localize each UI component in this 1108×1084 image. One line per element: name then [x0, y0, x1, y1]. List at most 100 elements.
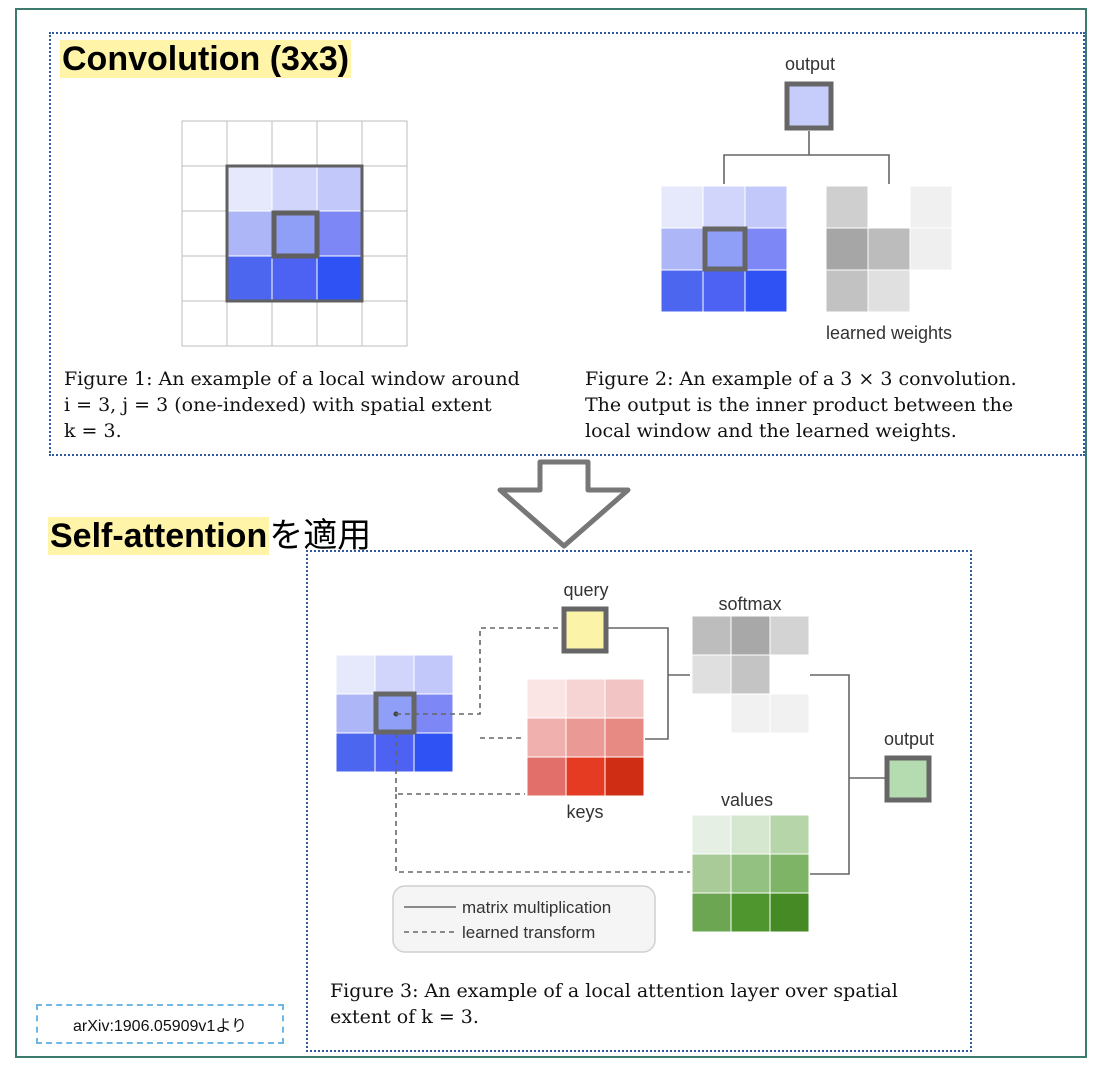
- fig2-window-cell: [702, 185, 746, 229]
- fig3-output-cell: [884, 755, 932, 803]
- matrix-multiplication-line: [608, 627, 669, 740]
- fig3-softmax-cell: [730, 693, 771, 734]
- grid-cell: [361, 255, 408, 302]
- fig2-weights-cell: [867, 185, 911, 229]
- fig3-legend: matrix multiplication learned transform: [392, 885, 656, 953]
- fig3-values-label: values: [721, 790, 773, 810]
- fig3-softmax-cell: [730, 615, 771, 656]
- fig3-query-cell: [561, 606, 609, 654]
- fig2-weights-cell: [825, 185, 869, 229]
- grid-cell: [271, 300, 318, 347]
- fig3-keys-cell: [604, 756, 645, 797]
- grid-cell: [316, 120, 363, 167]
- fig1-window-cell: [316, 210, 363, 257]
- figure-3-local-attention: query softmax keys values output matrix …: [335, 580, 934, 953]
- grid-cell: [226, 300, 273, 347]
- fig3-softmax-cell: [769, 693, 810, 734]
- fig3-keys-cell: [526, 717, 567, 758]
- fig2-output-label: output: [785, 54, 835, 74]
- self-attention-heading: Self-attentionを適用: [48, 508, 371, 557]
- grid-cell: [361, 210, 408, 257]
- figure-1-caption: Figure 1: An example of a local window a…: [64, 366, 520, 444]
- fig3-values-cell: [730, 814, 771, 855]
- self-attention-heading-suffix: を適用: [269, 517, 372, 555]
- fig3-window-cell: [413, 732, 454, 773]
- fig3-softmax-cell: [691, 654, 732, 695]
- grid-cell: [181, 300, 228, 347]
- figure-2-caption-line: The output is the inner product between …: [585, 394, 1014, 416]
- figure-1-caption-line: i = 3, j = 3 (one-indexed) with spatial …: [64, 394, 492, 416]
- grid-cell: [361, 300, 408, 347]
- fig2-window-cell: [660, 269, 704, 313]
- fig3-values-cell: [730, 853, 771, 894]
- fig3-softmax-cell: [691, 615, 732, 656]
- fig3-softmax-cell: [769, 654, 810, 695]
- fig3-center-highlight: [373, 691, 417, 735]
- fig3-window-cell: [335, 732, 376, 773]
- fig2-weights-cell: [909, 185, 953, 229]
- fig2-window-cell: [660, 185, 704, 229]
- figure-2-caption: Figure 2: An example of a 3 × 3 convolut…: [585, 366, 1017, 444]
- self-attention-heading-text: Self-attention: [48, 517, 270, 555]
- fig3-window-cell: [335, 693, 376, 734]
- learned-transform-line: [395, 733, 525, 795]
- fig1-window-cell: [271, 210, 318, 257]
- legend-solid-label: matrix multiplication: [462, 898, 611, 917]
- learned-transform-line: [396, 627, 562, 715]
- down-arrow: [497, 459, 631, 549]
- fig2-weights-cell: [867, 227, 911, 271]
- figure-1-local-window: [181, 120, 408, 347]
- fig1-window-cell: [271, 165, 318, 212]
- fig2-weights-cell: [909, 227, 953, 271]
- grid-cell: [181, 120, 228, 167]
- fig3-softmax-label: softmax: [718, 594, 781, 614]
- grid-cell: [181, 255, 228, 302]
- fig3-values-cell: [691, 892, 732, 933]
- figure-3-caption-line: Figure 3: An example of a local attentio…: [330, 980, 898, 1002]
- fig3-values-cell: [769, 853, 810, 894]
- fig2-window-cell: [744, 269, 788, 313]
- fig2-weights-label: learned weights: [826, 323, 952, 343]
- fig1-window-cell: [316, 165, 363, 212]
- fig3-keys-cell: [565, 678, 606, 719]
- fig3-window-cell: [374, 732, 415, 773]
- figure-2-caption-line: local window and the learned weights.: [585, 420, 957, 442]
- grid-cell: [316, 300, 363, 347]
- fig3-values-cell: [691, 814, 732, 855]
- grid-cell: [226, 120, 273, 167]
- fig3-softmax-cell: [730, 654, 771, 695]
- fig3-window-cell: [374, 654, 415, 695]
- fig2-weights-cell: [825, 227, 869, 271]
- fig3-window-cell: [413, 654, 454, 695]
- fig3-values-cell: [730, 892, 771, 933]
- fig1-center-highlight: [271, 210, 320, 259]
- grid-cell: [271, 120, 318, 167]
- legend-dashed-label: learned transform: [462, 923, 595, 942]
- learned-transform-line: [395, 794, 690, 873]
- fig2-window-cell: [744, 185, 788, 229]
- fig3-window-cell: [335, 654, 376, 695]
- grid-cell: [181, 165, 228, 212]
- convolution-heading-text: Convolution (3x3): [60, 40, 352, 78]
- fig3-keys-cell: [565, 756, 606, 797]
- fig1-window-cell: [316, 255, 363, 302]
- fig2-weights-cell: [867, 269, 911, 313]
- source-credit-text: arXiv:1906.05909v1より: [72, 1018, 247, 1035]
- grid-cell: [361, 165, 408, 212]
- fig1-window-cell: [226, 210, 273, 257]
- grid-cell: [181, 210, 228, 257]
- fig1-window-border: [225, 164, 364, 303]
- fig3-output-label: output: [884, 729, 934, 749]
- fig2-window-cell: [702, 227, 746, 271]
- fig3-keys-cell: [526, 756, 567, 797]
- fig3-values-cell: [769, 892, 810, 933]
- fig3-keys-cell: [565, 717, 606, 758]
- fig3-softmax-cell: [691, 693, 732, 734]
- fig2-weights-cell: [909, 269, 953, 313]
- fig1-window-cell: [226, 165, 273, 212]
- fig2-window-cell: [744, 227, 788, 271]
- grid-cell: [361, 120, 408, 167]
- convolution-panel: [49, 32, 1085, 456]
- figure-1-caption-line: Figure 1: An example of a local window a…: [64, 368, 520, 390]
- convolution-heading: Convolution (3x3): [60, 40, 352, 79]
